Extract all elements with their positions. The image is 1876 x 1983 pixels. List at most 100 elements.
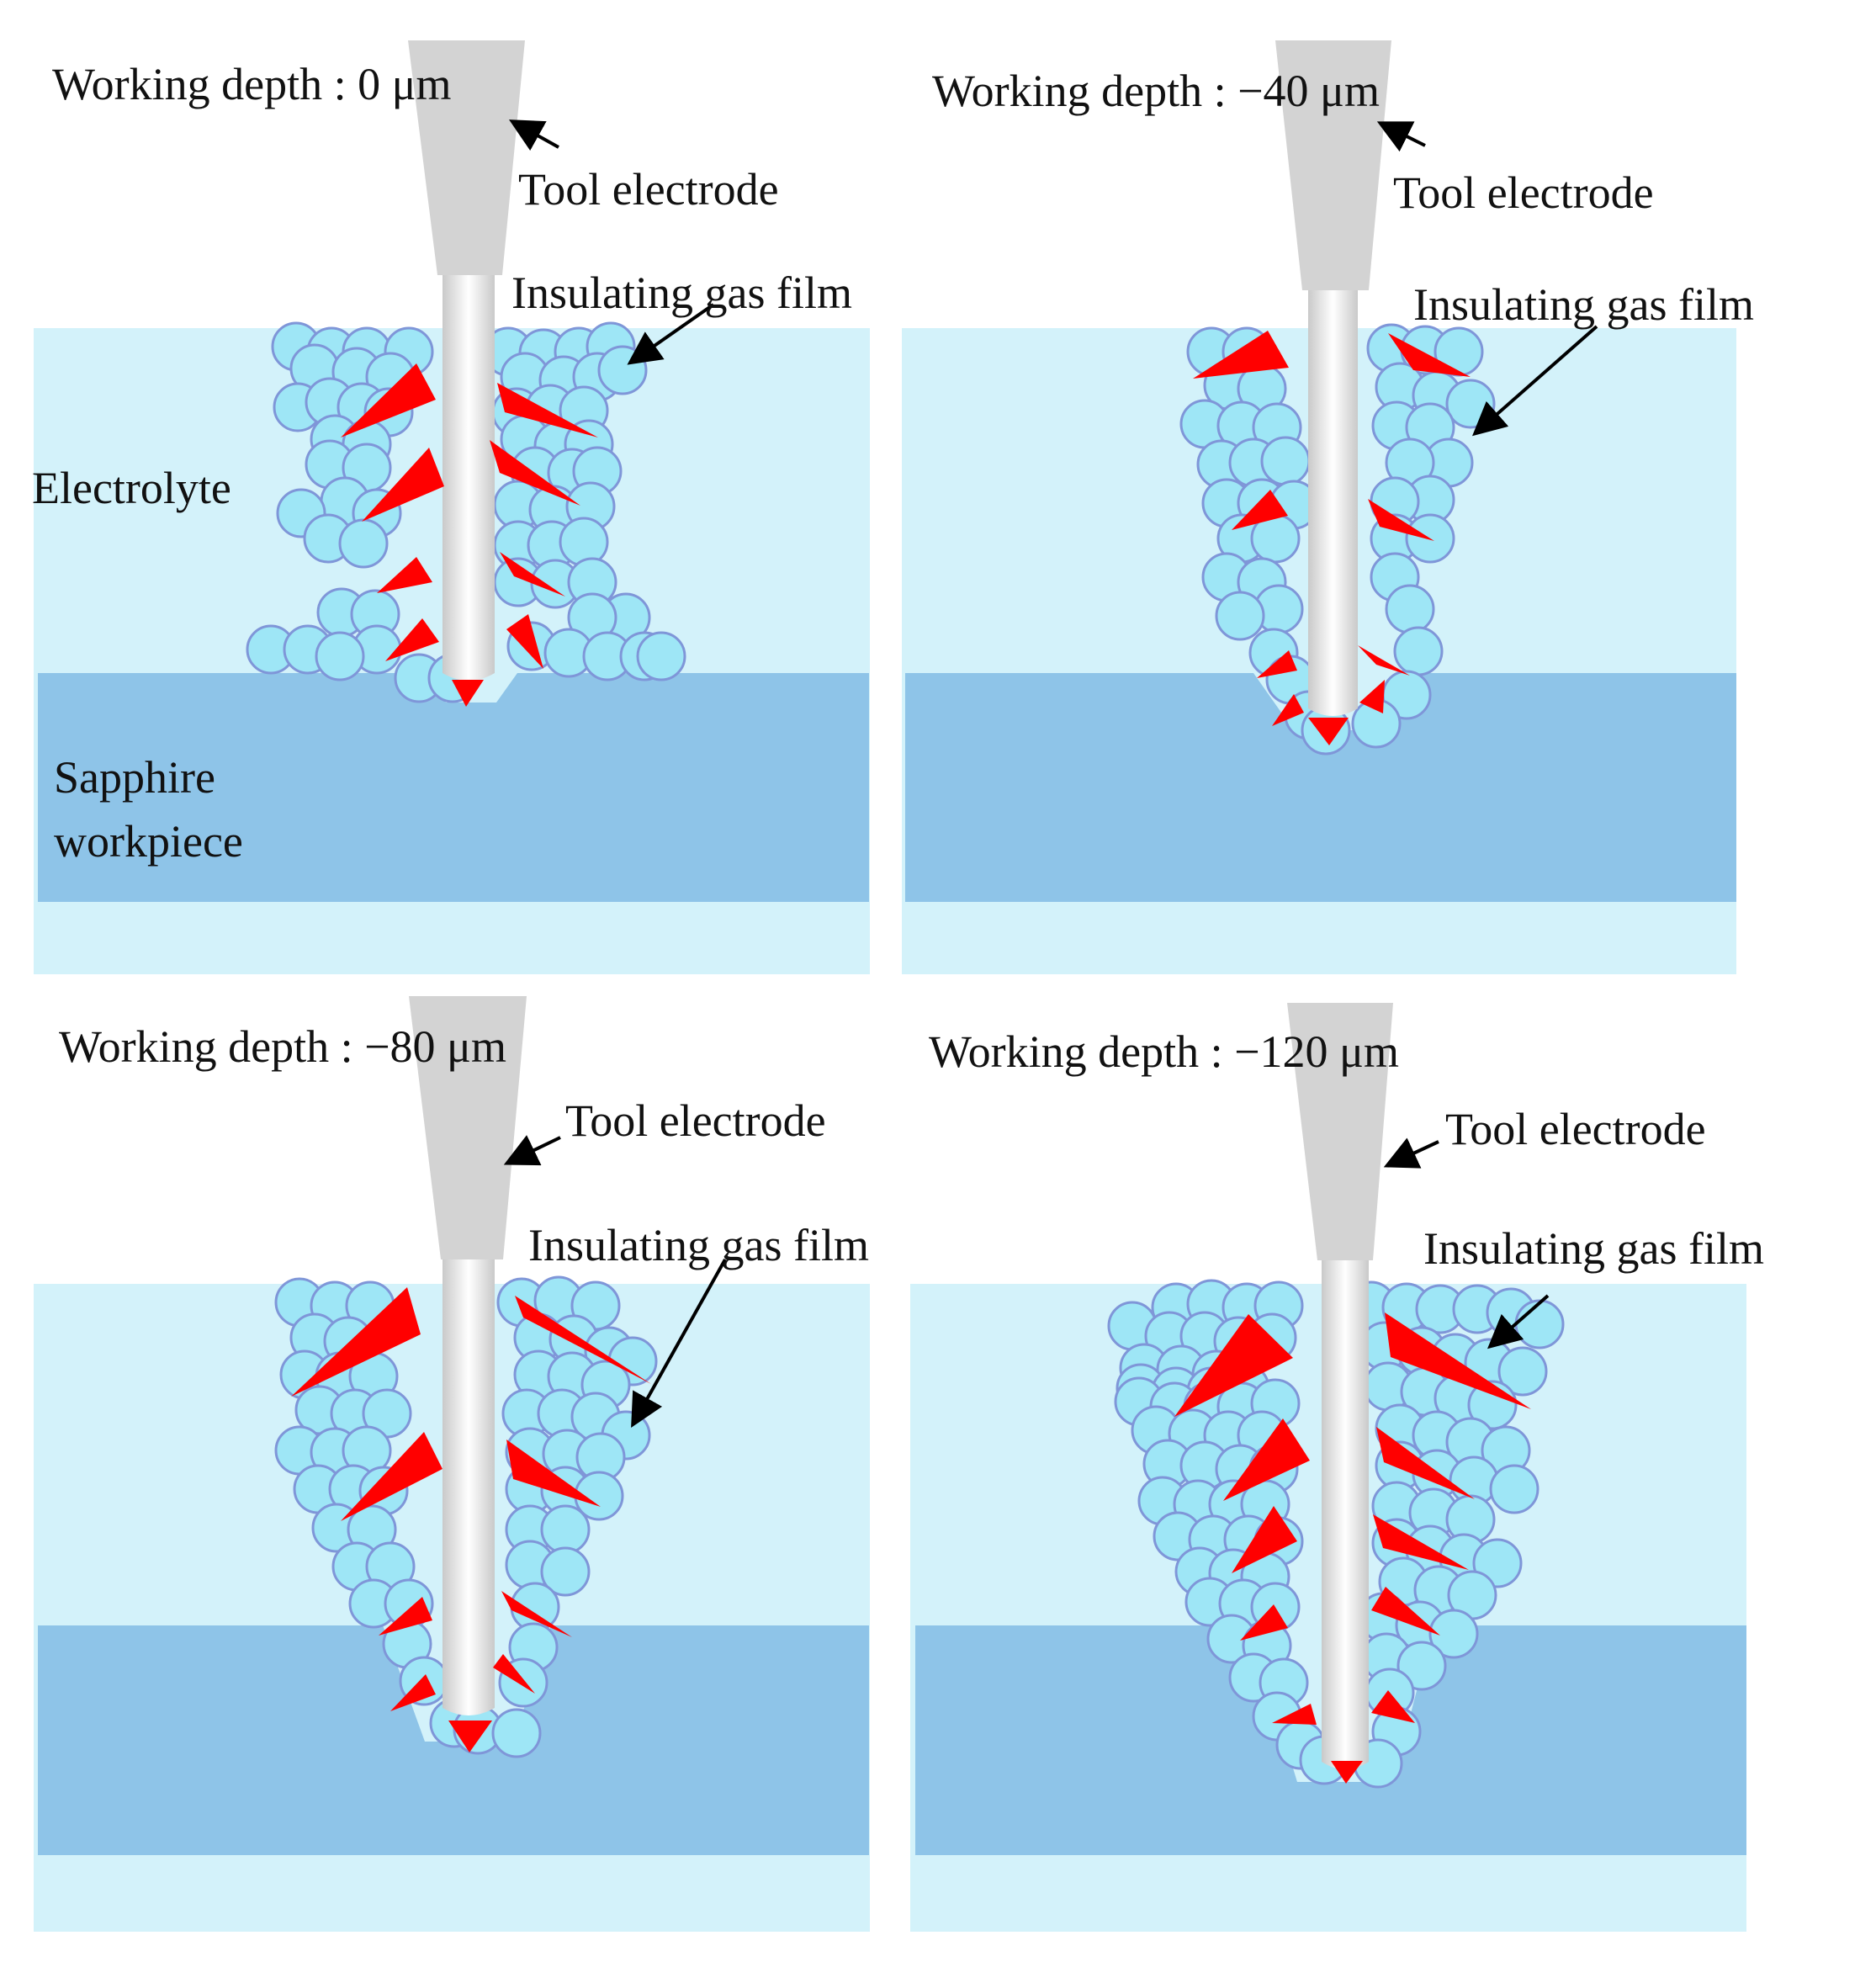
tool-electrode-label: Tool electrode	[1445, 1104, 1706, 1154]
workpiece-block	[38, 673, 869, 902]
callouts	[503, 1135, 727, 1428]
gas-bubble-icon	[636, 631, 686, 681]
discharge-spark-icon	[1232, 1506, 1297, 1573]
gas-film-label: Insulating gas film	[1423, 1223, 1764, 1274]
discharge-spark-icon	[500, 552, 565, 596]
discharge-spark-icon	[390, 1674, 436, 1711]
discharge-spark-icon	[1371, 1587, 1440, 1636]
gas-film-arrow	[627, 303, 715, 365]
discharge-spark-icon	[1358, 645, 1410, 676]
discharge-spark-icon	[1371, 1690, 1415, 1723]
discharge-spark-icon	[291, 1287, 421, 1397]
gas-film-arrow	[1486, 1294, 1550, 1349]
gas-bubble-icon	[540, 1546, 591, 1597]
discharge-spark-icon	[493, 1654, 535, 1694]
panel-depth-40: Working depth : −40 μm Tool electrode In…	[902, 40, 1754, 974]
gas-bubble-icon	[559, 517, 609, 567]
gas-bubbles	[246, 321, 686, 703]
gas-film-label: Insulating gas film	[511, 268, 852, 318]
discharge-spark-icon	[1388, 333, 1471, 377]
discharge-spark-icon	[448, 1721, 492, 1752]
tool-electrode-taper	[408, 40, 525, 275]
discharge-spark-icon	[452, 680, 484, 707]
discharge-spark-icon	[1308, 718, 1349, 745]
discharge-spark-icon	[506, 1440, 601, 1507]
gas-film-arrow	[631, 1259, 727, 1428]
gas-bubble-icon	[540, 1504, 591, 1555]
discharge-spark-icon	[362, 448, 444, 522]
discharge-spark-icon	[1359, 680, 1385, 713]
tool-electrode-taper	[1275, 40, 1391, 290]
depth-label: Working depth : −40 μm	[932, 66, 1380, 116]
discharge-spark-icon	[515, 1296, 651, 1384]
discharge-spark-icon	[1331, 1761, 1363, 1784]
gas-bubble-icon	[338, 518, 389, 569]
discharge-spark-icon	[1240, 1604, 1288, 1641]
discharge-spark-icon	[1376, 1427, 1475, 1499]
discharge-spark-icon	[1368, 499, 1434, 541]
gas-bubble-icon	[1260, 436, 1311, 486]
panel-depth-0: Working depth : 0 μm Tool electrode Insu…	[32, 40, 870, 974]
tool-electrode-taper	[1287, 1003, 1393, 1260]
discharge-spark-icon	[1257, 650, 1297, 678]
electrolyte-label: Electrolyte	[32, 463, 231, 513]
callouts	[509, 119, 715, 365]
depth-label: Working depth : 0 μm	[52, 59, 452, 109]
gas-bubble-icon	[1445, 379, 1496, 429]
electrode-shaft-group	[409, 996, 527, 1715]
tool-electrode-shaft	[1308, 290, 1358, 716]
discharge-spark-icon	[341, 363, 436, 437]
workpiece-label-line2: workpiece	[54, 816, 243, 867]
discharge-spark-icon	[490, 440, 580, 506]
panel-depth-120: Working depth : −120 μm Tool electrode I…	[910, 1003, 1764, 1932]
discharge-spark-icon	[385, 618, 439, 661]
tool-electrode-label: Tool electrode	[1393, 167, 1654, 218]
gas-bubble-icon	[1428, 1609, 1479, 1659]
tool-electrode-taper	[409, 996, 527, 1259]
tool-electrode-shaft	[443, 275, 495, 681]
discharge-spark-icon	[1223, 1418, 1310, 1501]
discharge-spark-icon	[501, 1591, 572, 1637]
discharge-sparks	[1174, 1312, 1531, 1784]
discharge-spark-icon	[1272, 694, 1304, 726]
gas-bubble-icon	[315, 631, 365, 681]
discharge-spark-icon	[341, 1432, 443, 1521]
gas-bubble-icon	[1393, 626, 1444, 676]
discharge-spark-icon	[1373, 1514, 1469, 1570]
tool-electrode-shaft	[1322, 1260, 1369, 1769]
gas-film-label: Insulating gas film	[1413, 279, 1754, 330]
gas-film-label: Insulating gas film	[528, 1220, 869, 1270]
depth-label: Working depth : −120 μm	[929, 1026, 1399, 1077]
gas-bubble-icon	[1396, 1641, 1447, 1691]
depth-label: Working depth : −80 μm	[59, 1021, 506, 1072]
discharge-spark-icon	[379, 1597, 432, 1636]
workpiece-label-line1: Sapphire	[54, 752, 215, 803]
discharge-sparks	[1193, 331, 1471, 745]
tool-electrode-label: Tool electrode	[565, 1095, 826, 1146]
callouts	[1376, 121, 1598, 437]
electrode-shaft-group	[1287, 1003, 1393, 1769]
gas-bubble-icon	[1514, 1299, 1565, 1349]
discharge-sparks	[341, 363, 598, 707]
discharge-spark-icon	[1385, 1312, 1531, 1409]
gas-bubble-icon	[597, 345, 648, 395]
discharge-spark-icon	[377, 557, 432, 593]
discharge-spark-icon	[1174, 1314, 1293, 1417]
tool-electrode-arrow	[503, 1135, 561, 1166]
pit-region	[38, 673, 869, 902]
gas-bubble-icon	[1385, 584, 1435, 634]
tool-electrode-arrow	[1376, 121, 1426, 152]
tool-electrode-arrow	[1383, 1137, 1439, 1169]
tool-electrode-shaft	[443, 1259, 495, 1715]
discharge-spark-icon	[497, 383, 598, 437]
tool-electrode-label: Tool electrode	[518, 164, 779, 215]
discharge-sparks	[291, 1287, 651, 1752]
electrode-shaft-group	[1275, 40, 1391, 716]
gas-bubbles	[1179, 323, 1496, 756]
discharge-spark-icon	[1193, 331, 1289, 379]
gas-bubble-icon	[1489, 1464, 1539, 1514]
callouts	[1383, 1137, 1550, 1349]
electrode-shaft-group	[408, 40, 525, 681]
